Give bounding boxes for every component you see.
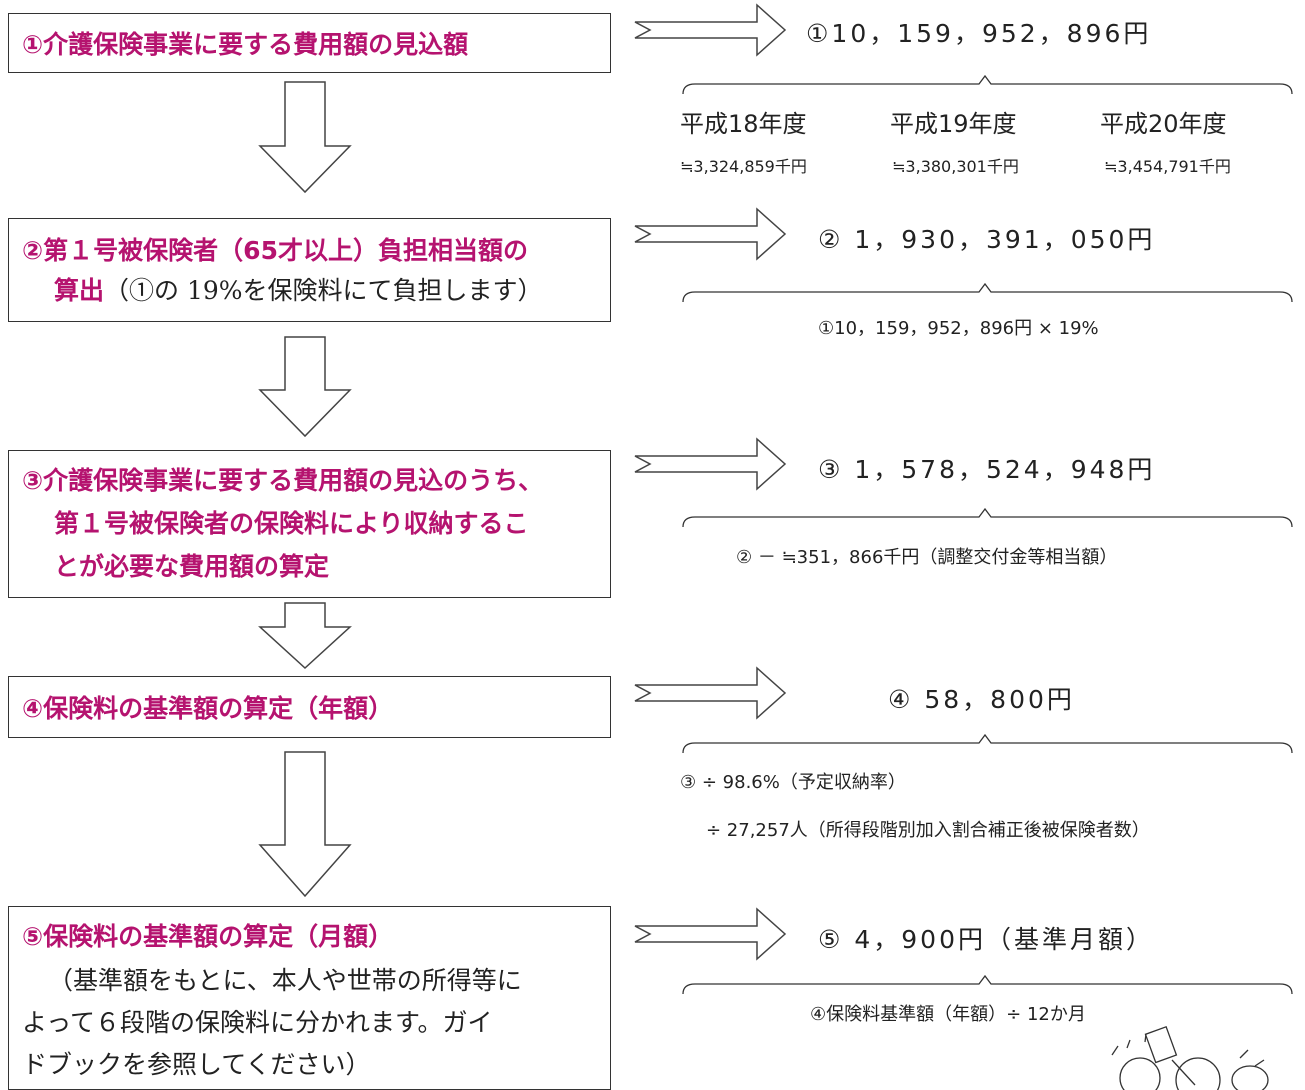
brace-3 (682, 507, 1293, 528)
step-1-result: ①10，159，952，896円 (806, 19, 1152, 48)
hammer-illustration (1111, 1025, 1269, 1090)
step-3-title-line3: とが必要な費用額の算定 (54, 552, 330, 581)
step-4-note-line1: ③ ÷ 98.6%（予定収納率） (680, 772, 906, 793)
year-1-amount: ≒3,324,859千円 (680, 157, 807, 176)
brace-4 (682, 733, 1293, 754)
step-2-note: ①10，159，952，896円 × 19% (818, 318, 1099, 339)
step-1-title: ①介護保険事業に要する費用額の見込額 (22, 30, 469, 59)
step-5-desc-line3: ドブックを参照してください） (22, 1050, 371, 1079)
step-3-title-line2: 第１号被保険者の保険料により収納するこ (54, 509, 529, 538)
step-5-desc-line1: （基準額をもとに、本人や世帯の所得等に (48, 966, 522, 995)
step-5-result: ⑤ 4，900円（基準月額） (818, 925, 1154, 954)
step-5-desc-line2: よって６段階の保険料に分かれます。ガイ (22, 1008, 493, 1037)
step-2-title-bold: 算出 (54, 276, 105, 305)
step-2-result: ② 1，930，391，050円 (818, 225, 1156, 254)
step-5-note: ④保険料基準額（年額）÷ 12か月 (810, 1004, 1086, 1025)
step-3-box (8, 450, 611, 598)
year-1-label: 平成18年度 (680, 110, 807, 138)
brace-2 (682, 282, 1293, 303)
right-arrow-5 (634, 907, 787, 961)
brace-1 (682, 74, 1293, 95)
down-arrow-1 (258, 81, 352, 194)
step-3-title-line1: ③介護保険事業に要する費用額の見込のうち、 (22, 466, 544, 495)
year-2-label: 平成19年度 (890, 110, 1017, 138)
year-3-amount: ≒3,454,791千円 (1104, 157, 1231, 176)
right-arrow-4 (634, 666, 787, 720)
step-2-box (8, 218, 611, 322)
right-arrow-2 (634, 207, 787, 261)
right-arrow-1 (634, 3, 787, 57)
right-arrow-3 (634, 437, 787, 491)
step-5-title: ⑤保険料の基準額の算定（月額） (22, 922, 394, 951)
step-4-box (8, 676, 611, 738)
step-3-result: ③ 1，578，524，948円 (818, 455, 1156, 484)
step-3-note: ② － ≒351，866千円（調整交付金等相当額） (736, 547, 1118, 568)
step-4-title: ④保険料の基準額の算定（年額） (22, 694, 394, 723)
brace-5 (682, 974, 1293, 995)
year-2-amount: ≒3,380,301千円 (892, 157, 1019, 176)
step-2-title-line1: ②第１号被保険者（65才以上）負担相当額の (22, 236, 528, 265)
down-arrow-4 (258, 751, 352, 898)
step-1-box (8, 13, 611, 73)
year-3-label: 平成20年度 (1100, 110, 1227, 138)
down-arrow-3 (258, 602, 352, 670)
down-arrow-2 (258, 336, 352, 438)
step-2-title-line2: 算出（①の 19%を保険料にて負担します） (54, 270, 543, 311)
step-4-note-line2: ÷ 27,257人（所得段階別加入割合補正後被保険者数） (706, 820, 1150, 841)
step-4-result: ④ 58，800円 (888, 685, 1075, 714)
step-2-title-plain: （①の 19%を保険料にて負担します） (104, 276, 543, 305)
